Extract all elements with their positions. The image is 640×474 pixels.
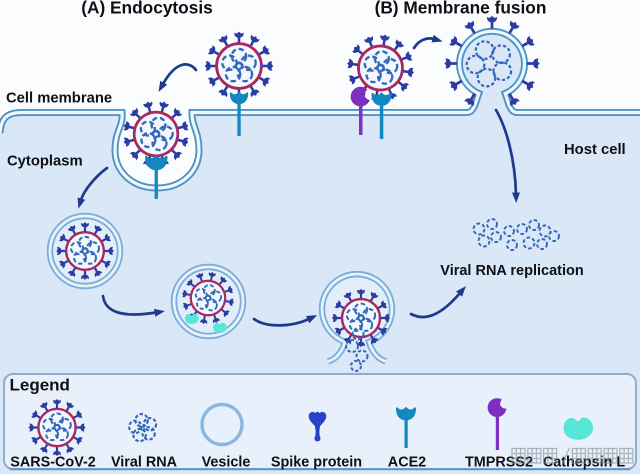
svg-text:Host cell: Host cell xyxy=(564,142,626,158)
svg-text:SARS-CoV-2: SARS-CoV-2 xyxy=(10,455,96,471)
svg-text:Spike protein: Spike protein xyxy=(271,455,362,471)
svg-text:Legend: Legend xyxy=(10,376,70,395)
svg-text:Cell membrane: Cell membrane xyxy=(6,91,112,107)
svg-text:Viral RNA: Viral RNA xyxy=(111,455,178,471)
svg-text:Cytoplasm: Cytoplasm xyxy=(7,154,83,170)
svg-text:(B) Membrane fusion: (B) Membrane fusion xyxy=(375,0,547,18)
svg-text:(A) Endocytosis: (A) Endocytosis xyxy=(81,0,213,18)
svg-text:Vesicle: Vesicle xyxy=(202,455,251,471)
svg-text:ACE2: ACE2 xyxy=(388,455,426,471)
svg-text:Viral RNA replication: Viral RNA replication xyxy=(440,263,583,279)
